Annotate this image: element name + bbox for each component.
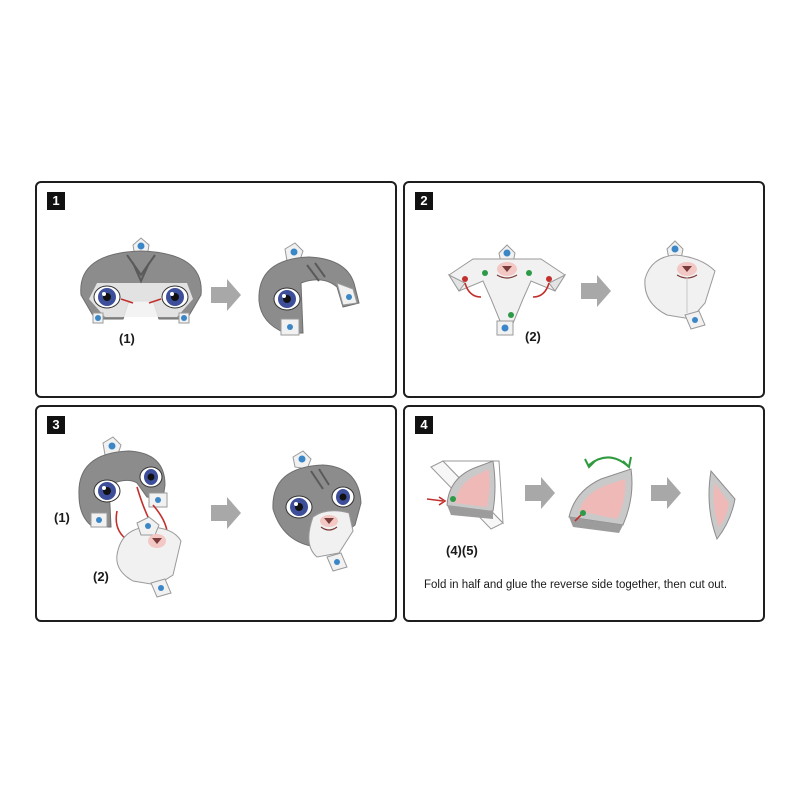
flat-cat-head-piece <box>80 237 202 324</box>
right-arrow-icon <box>525 477 555 509</box>
flat-ear-piece <box>426 460 504 530</box>
step-1-illustration <box>80 237 360 336</box>
right-arrow-icon <box>581 275 611 307</box>
step-3-part-label-2: (2) <box>93 569 109 584</box>
step-2-part-label: (2) <box>525 329 541 344</box>
flat-muzzle-piece <box>447 244 567 336</box>
assembled-cat-head <box>272 450 362 572</box>
step-3-badge: 3 <box>47 416 65 434</box>
step-3-panel: 3 <box>35 405 397 622</box>
right-arrow-icon <box>211 279 241 311</box>
step-2-panel: 2 <box>403 181 765 398</box>
folded-muzzle-piece <box>644 240 716 330</box>
step-2-badge: 2 <box>415 192 433 210</box>
step-1-panel: 1 <box>35 181 397 398</box>
step-4-instruction-caption: Fold in half and glue the reverse side t… <box>424 579 728 591</box>
step-3-illustration <box>78 436 362 598</box>
curved-cat-head-piece <box>258 242 360 336</box>
step-4-illustration <box>426 456 736 541</box>
step-1-part-label: (1) <box>119 331 135 346</box>
step-1-badge: 1 <box>47 192 65 210</box>
step-4-part-label: (4)(5) <box>446 543 478 558</box>
folded-muzzle-piece <box>116 516 182 598</box>
step-4-panel: 4 (4)(5 <box>403 405 765 622</box>
step-3-part-label-1: (1) <box>54 510 70 525</box>
right-arrow-icon <box>211 497 241 529</box>
step-2-illustration <box>447 240 716 336</box>
finished-ear-piece <box>708 469 736 541</box>
glue-dot-icon <box>137 242 145 250</box>
folded-ear-piece <box>568 468 633 533</box>
step-4-badge: 4 <box>415 416 433 434</box>
right-arrow-icon <box>651 477 681 509</box>
curved-cat-head-piece <box>78 436 168 528</box>
